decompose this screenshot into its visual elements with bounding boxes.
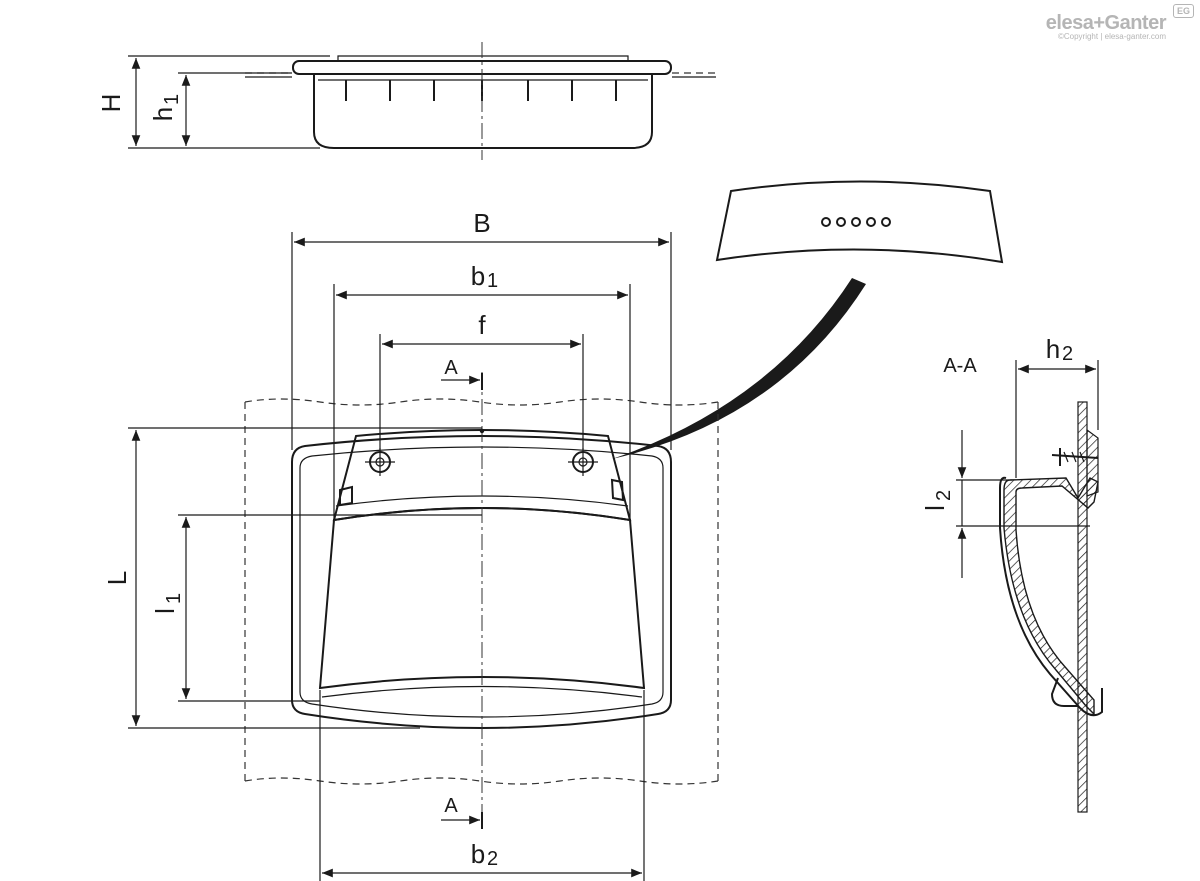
brand-copyright: ©Copyright | elesa-ganter.com [1057,32,1166,41]
detail-dot-indicator [821,217,891,227]
brand-name: elesa+Ganter [1045,12,1167,34]
section-marker-bottom: A [444,795,458,817]
dim-h1-sub: 1 [161,94,183,105]
side-view-ribs [345,80,617,101]
dim-h1: h [148,107,178,121]
dim-b1-sub: 1 [487,270,498,292]
detail-callout [612,180,1004,459]
dim-l2: l [920,505,950,511]
brand-badge: EG [1172,4,1194,18]
screw-left [365,448,395,476]
section-marker-top: A [444,357,458,379]
dim-h2-sub: 2 [1062,343,1073,365]
brand-logo: elesa+Ganter ©Copyright | elesa-ganter.c… [1045,12,1167,41]
dim-b1: b [471,261,485,291]
dim-b2-sub: 2 [487,848,498,870]
dim-l1-sub: 1 [163,593,185,604]
dim-B: B [473,208,490,238]
side-view [128,42,716,160]
section-view-label: A-A [943,355,977,377]
dim-l2-sub: 2 [933,490,955,501]
dim-f: f [478,310,486,340]
front-view [128,232,719,881]
dim-h2: h [1046,334,1060,364]
dim-l1: l [150,608,180,614]
dim-H: H [96,94,126,113]
dim-L: L [102,571,132,585]
section-view-aa [956,360,1103,813]
dim-b2: b [471,839,485,869]
screw-right [568,448,598,476]
